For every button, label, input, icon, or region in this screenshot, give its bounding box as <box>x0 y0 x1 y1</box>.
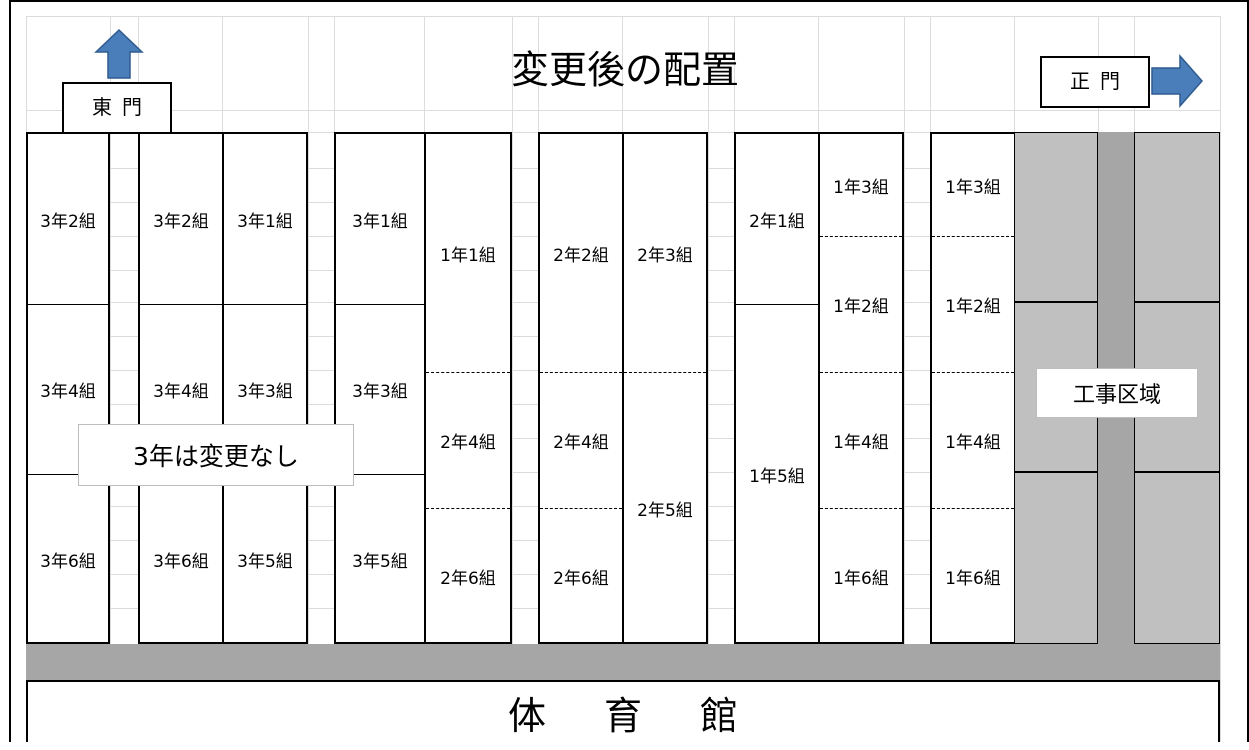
class-cell: 1年6組 <box>833 568 889 589</box>
class-cell: 1年5組 <box>749 466 805 487</box>
walkway <box>26 644 1220 680</box>
class-cell: 3年3組 <box>352 381 408 402</box>
main-gate-arrow-icon <box>1151 54 1203 108</box>
class-cell: 2年2組 <box>553 245 609 266</box>
class-cell: 3年4組 <box>153 381 209 402</box>
dashed-divider <box>426 508 510 509</box>
grid-line <box>308 16 309 742</box>
class-cell: 2年6組 <box>440 568 496 589</box>
column-9: 1年3組 1年2組 1年4組 1年6組 <box>818 132 904 644</box>
construction-block <box>1134 132 1220 302</box>
main-gate-label: 正門 <box>1040 56 1150 108</box>
column-4: 3年1組 3年3組 3年5組 <box>334 132 426 644</box>
grid-line <box>904 16 905 742</box>
class-cell: 1年3組 <box>833 177 889 198</box>
class-cell: 1年1組 <box>440 245 496 266</box>
dashed-divider <box>540 372 622 373</box>
note-text: 3年は変更なし <box>133 442 299 471</box>
column-8: 2年1組 1年5組 <box>734 132 820 644</box>
class-cell: 3年5組 <box>352 551 408 572</box>
class-cell: 3年2組 <box>153 211 209 232</box>
divider <box>28 474 108 475</box>
dashed-divider <box>624 372 706 373</box>
dashed-divider <box>820 236 902 237</box>
construction-zone-text: 工事区域 <box>1072 383 1161 408</box>
class-cell: 2年3組 <box>637 245 693 266</box>
grid-line <box>26 16 1220 17</box>
class-cell: 3年3組 <box>237 381 293 402</box>
class-cell: 3年4組 <box>40 381 96 402</box>
grid-line <box>26 110 1220 111</box>
grid-line <box>1220 16 1221 742</box>
column-7: 2年3組 2年5組 <box>622 132 708 644</box>
divider <box>336 474 424 475</box>
class-cell: 1年6組 <box>945 568 1001 589</box>
class-cell: 2年1組 <box>749 211 805 232</box>
divider <box>224 304 306 305</box>
class-cell: 3年6組 <box>153 551 209 572</box>
note-label: 3年は変更なし <box>78 424 354 486</box>
grid-line <box>708 16 709 742</box>
construction-block <box>1134 472 1220 644</box>
dashed-divider <box>932 236 1014 237</box>
east-gate-arrow-icon <box>94 28 144 79</box>
class-cell: 2年4組 <box>440 432 496 453</box>
construction-zone-label: 工事区域 <box>1036 368 1198 418</box>
dashed-divider <box>540 508 622 509</box>
divider <box>140 304 222 305</box>
dashed-divider <box>932 508 1014 509</box>
class-cell: 1年4組 <box>945 432 1001 453</box>
class-cell: 3年1組 <box>237 211 293 232</box>
dashed-divider <box>820 508 902 509</box>
class-cell: 1年3組 <box>945 177 1001 198</box>
divider <box>736 304 818 305</box>
divider <box>336 304 424 305</box>
column-10: 1年3組 1年2組 1年4組 1年6組 <box>930 132 1016 644</box>
construction-block <box>1014 132 1098 302</box>
class-cell: 3年1組 <box>352 211 408 232</box>
dashed-divider <box>932 372 1014 373</box>
class-cell: 2年4組 <box>553 432 609 453</box>
column-2: 3年2組 3年4組 3年6組 <box>138 132 224 644</box>
construction-block <box>1014 472 1098 644</box>
gymnasium-label: 体育館 <box>26 680 1220 742</box>
east-gate-label: 東門 <box>62 82 172 134</box>
class-cell: 1年2組 <box>833 296 889 317</box>
class-cell: 3年2組 <box>40 211 96 232</box>
class-cell: 2年6組 <box>553 568 609 589</box>
column-5: 1年1組 2年4組 2年6組 <box>424 132 512 644</box>
column-1: 3年2組 3年4組 3年6組 <box>26 132 110 644</box>
class-cell: 1年4組 <box>833 432 889 453</box>
grid-line <box>512 16 513 742</box>
page-title: 変更後の配置 <box>510 48 739 92</box>
class-cell: 3年6組 <box>40 551 96 572</box>
grid-line <box>110 16 111 742</box>
column-6: 2年2組 2年4組 2年6組 <box>538 132 624 644</box>
divider <box>28 304 108 305</box>
column-3: 3年1組 3年3組 3年5組 <box>222 132 308 644</box>
dashed-divider <box>820 372 902 373</box>
class-cell: 2年5組 <box>637 500 693 521</box>
class-cell: 3年5組 <box>237 551 293 572</box>
class-cell: 1年2組 <box>945 296 1001 317</box>
dashed-divider <box>426 372 510 373</box>
